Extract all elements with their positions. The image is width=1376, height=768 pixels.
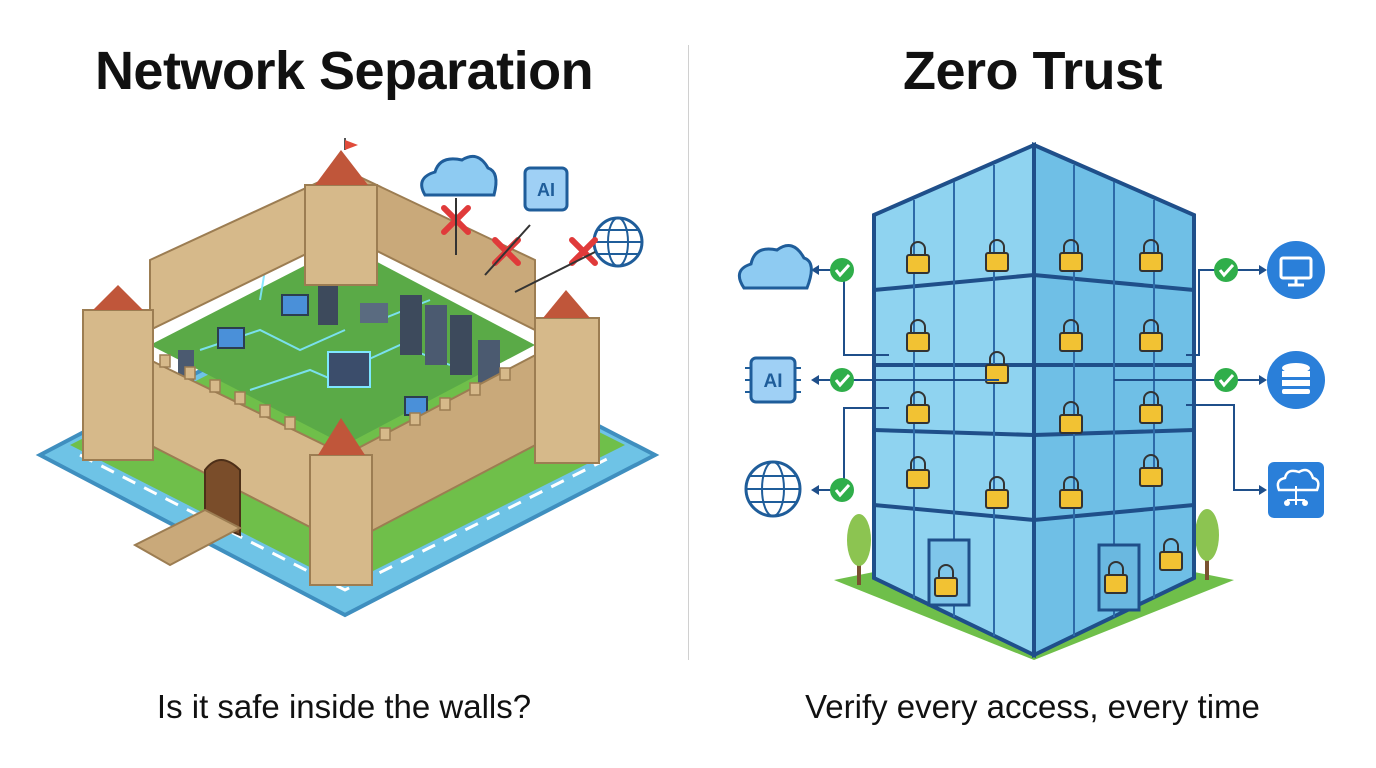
lock-icon xyxy=(1139,454,1163,487)
network-separation-caption: Is it safe inside the walls? xyxy=(156,688,532,725)
check-icon xyxy=(830,258,854,282)
blocked-globe xyxy=(514,216,644,293)
lock-icon xyxy=(985,239,1009,272)
zero-trust-panel: Zero Trust xyxy=(689,0,1376,768)
core-switch xyxy=(327,351,371,388)
check-icons xyxy=(830,258,1238,502)
lock-icon xyxy=(906,391,930,424)
zero-trust-title: Zero Trust xyxy=(902,41,1163,101)
courtyard xyxy=(150,245,535,445)
lock-icon xyxy=(1159,538,1183,571)
lock-icon xyxy=(1059,476,1083,509)
globe-icon xyxy=(592,216,644,268)
lock-icon xyxy=(985,476,1009,509)
lock-icons xyxy=(906,239,1183,597)
lock-icon xyxy=(906,456,930,489)
castle-illustration: AI xyxy=(35,138,660,618)
ai-chip-label: AI xyxy=(537,180,555,200)
network-separation-title: Network Separation xyxy=(94,41,594,101)
lock-icon xyxy=(934,564,958,597)
cloud-icon xyxy=(737,244,813,290)
zero-trust-caption: Verify every access, every time xyxy=(805,688,1260,725)
cloud-network-icon xyxy=(1268,462,1324,518)
lock-icon xyxy=(1139,319,1163,352)
lock-icon xyxy=(906,241,930,274)
ai-chip-label: AI xyxy=(764,371,783,392)
ai-chip-icon: AI xyxy=(745,356,801,404)
database-icon xyxy=(1267,351,1325,409)
drawbridge xyxy=(132,508,243,567)
lock-icon xyxy=(906,319,930,352)
blocked-ai: AI xyxy=(484,166,569,276)
blocked-cloud xyxy=(420,154,498,255)
deny-x-icon xyxy=(569,237,598,266)
zero-trust-building-illustration: AI xyxy=(737,141,1325,660)
lock-icon xyxy=(1059,319,1083,352)
workstations xyxy=(217,294,428,416)
lock-icon xyxy=(1104,561,1128,594)
lock-icon xyxy=(1059,401,1083,434)
check-icon xyxy=(1214,258,1238,282)
ai-chip-icon xyxy=(523,166,569,212)
lock-icon xyxy=(985,351,1009,384)
lock-icon xyxy=(1139,239,1163,272)
monitor-icon xyxy=(1267,241,1325,299)
trees xyxy=(847,509,1219,585)
globe-icon xyxy=(744,460,802,518)
check-icon xyxy=(830,368,854,392)
check-icon xyxy=(830,478,854,502)
network-separation-panel: Network Separation xyxy=(35,41,660,725)
check-icon xyxy=(1214,368,1238,392)
castle-towers xyxy=(82,138,600,586)
panel-divider xyxy=(688,45,689,660)
lock-icon xyxy=(1059,239,1083,272)
lock-icon xyxy=(1139,391,1163,424)
cloud-icon xyxy=(420,154,498,197)
